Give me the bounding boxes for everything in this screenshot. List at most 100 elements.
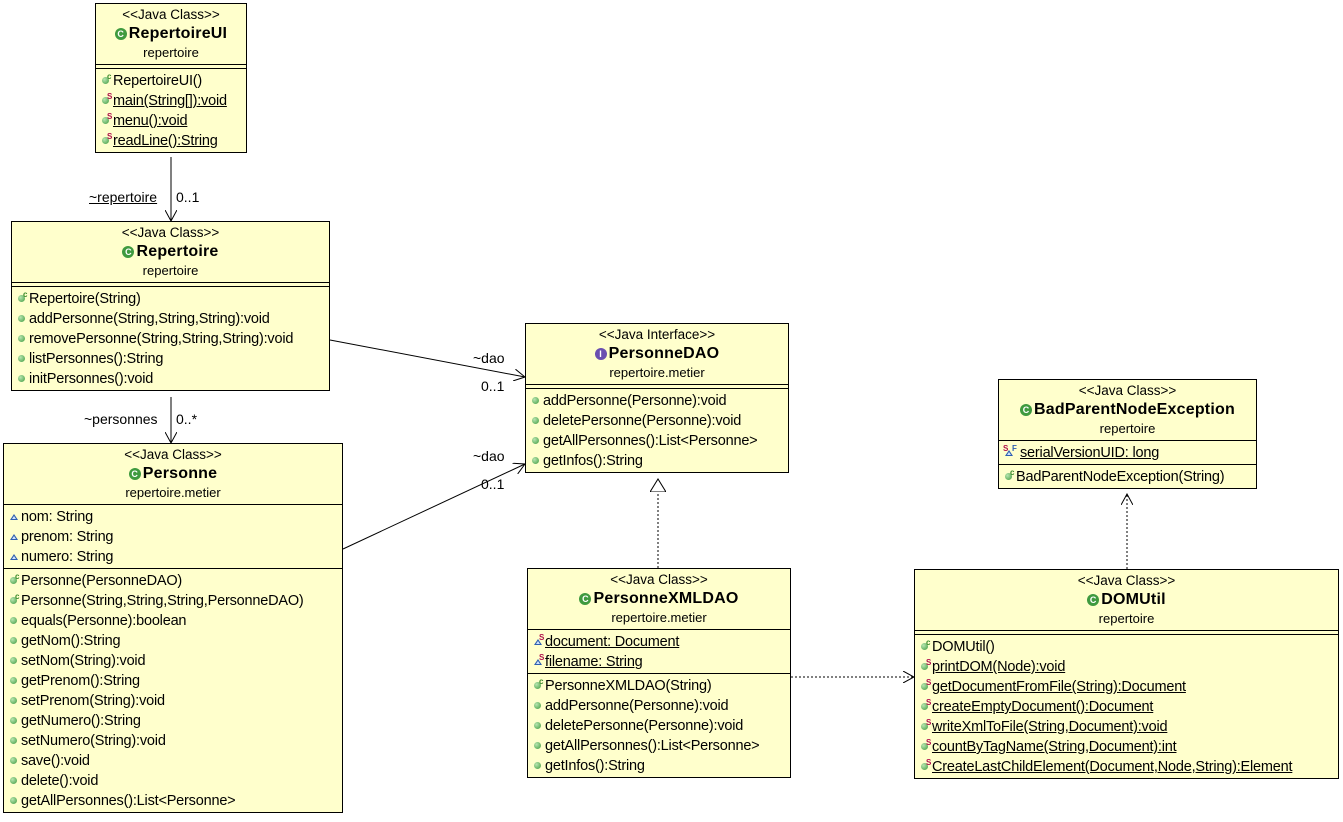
operation-row[interactable]: getNom():String [4, 631, 342, 651]
operation-text: save():void [21, 753, 90, 769]
operation-text: main(String[]):void [113, 93, 227, 109]
public-icon [9, 674, 19, 686]
operation-row[interactable]: getNumero():String [4, 711, 342, 731]
operation-row[interactable]: setPrenom(String):void [4, 691, 342, 711]
operation-text: delete():void [21, 773, 99, 789]
attribute-row[interactable]: nom: String [4, 507, 342, 527]
constructor-icon: c [17, 291, 27, 304]
attribute-text: nom: String [21, 509, 93, 525]
operation-row[interactable]: setNom(String):void [4, 651, 342, 671]
constructor-marker: c [926, 638, 931, 647]
dot-shape [102, 77, 109, 84]
multiplicity-label-dao-repertoire: 0..1 [481, 378, 505, 394]
operation-text: getAllPersonnes():List<Personne> [543, 433, 758, 449]
role-label-personnes: ~personnes [84, 411, 158, 427]
attribute-row[interactable]: numero: String [4, 547, 342, 567]
operation-text: Personne(PersonneDAO) [21, 573, 183, 589]
dot-shape [10, 697, 17, 704]
dot-shape [10, 737, 17, 744]
operation-row[interactable]: delete():void [4, 771, 342, 791]
operation-row[interactable]: addPersonne(Personne):void [526, 391, 788, 411]
operation-row[interactable]: getAllPersonnes():List<Personne> [4, 791, 342, 811]
public-icon [9, 694, 19, 706]
stereotype-label: <<Java Class>> [122, 7, 220, 22]
operation-row[interactable]: save():void [4, 751, 342, 771]
operation-row[interactable]: getPrenom():String [4, 671, 342, 691]
public-icon [9, 654, 19, 666]
triangle-shape [10, 534, 18, 540]
operation-row[interactable]: deletePersonne(Personne):void [528, 716, 790, 736]
operation-row[interactable]: getAllPersonnes():List<Personne> [528, 736, 790, 756]
dot-shape [10, 757, 17, 764]
dot-shape [921, 663, 928, 670]
operation-row[interactable]: setNumero(String):void [4, 731, 342, 751]
stereotype-label: <<Java Class>> [1078, 383, 1177, 398]
operation-text: setPrenom(String):void [21, 693, 165, 709]
package-label: repertoire [1098, 611, 1155, 626]
public-icon [9, 794, 19, 806]
public-icon [531, 434, 541, 446]
operation-row[interactable]: deletePersonne(Personne):void [526, 411, 788, 431]
stereotype-label: <<Java Class>> [1077, 573, 1176, 588]
operation-row[interactable]: getInfos():String [526, 451, 788, 471]
operation-text: initPersonnes():void [29, 371, 154, 387]
public-icon [9, 734, 19, 746]
operation-text: getInfos():String [545, 758, 645, 774]
dot-shape [18, 375, 25, 382]
operation-row[interactable]: equals(Personne):boolean [4, 611, 342, 631]
attribute-text: serialVersionUID: long [1020, 445, 1160, 461]
operation-row[interactable]: removePersonne(String,String,String):voi… [12, 329, 329, 349]
operation-row[interactable]: listPersonnes():String [12, 349, 329, 369]
public-icon [9, 714, 19, 726]
attribute-row[interactable]: prenom: String [4, 527, 342, 547]
operation-text: Personne(String,String,String,PersonneDA… [21, 593, 304, 609]
operation-row[interactable]: initPersonnes():void [12, 369, 329, 389]
static-package-field-icon: S [533, 654, 544, 667]
constructor-marker: c [1010, 468, 1015, 477]
dot-shape [10, 797, 17, 804]
operation-row[interactable]: getAllPersonnes():List<Personne> [526, 431, 788, 451]
operation-row[interactable]: getInfos():String [528, 756, 790, 776]
static-icon: S [101, 133, 112, 146]
dot-shape [921, 643, 928, 650]
operation-row[interactable]: addPersonne(String,String,String):void [12, 309, 329, 329]
operation-text: CreateLastChildElement(Document,Node,Str… [932, 759, 1293, 775]
public-icon [9, 614, 19, 626]
multiplicity-label-dao-personne: 0..1 [481, 476, 505, 492]
public-icon [17, 332, 27, 344]
constructor-icon: c [920, 638, 931, 652]
operation-row[interactable]: addPersonne(Personne):void [528, 696, 790, 716]
public-icon [9, 634, 19, 646]
